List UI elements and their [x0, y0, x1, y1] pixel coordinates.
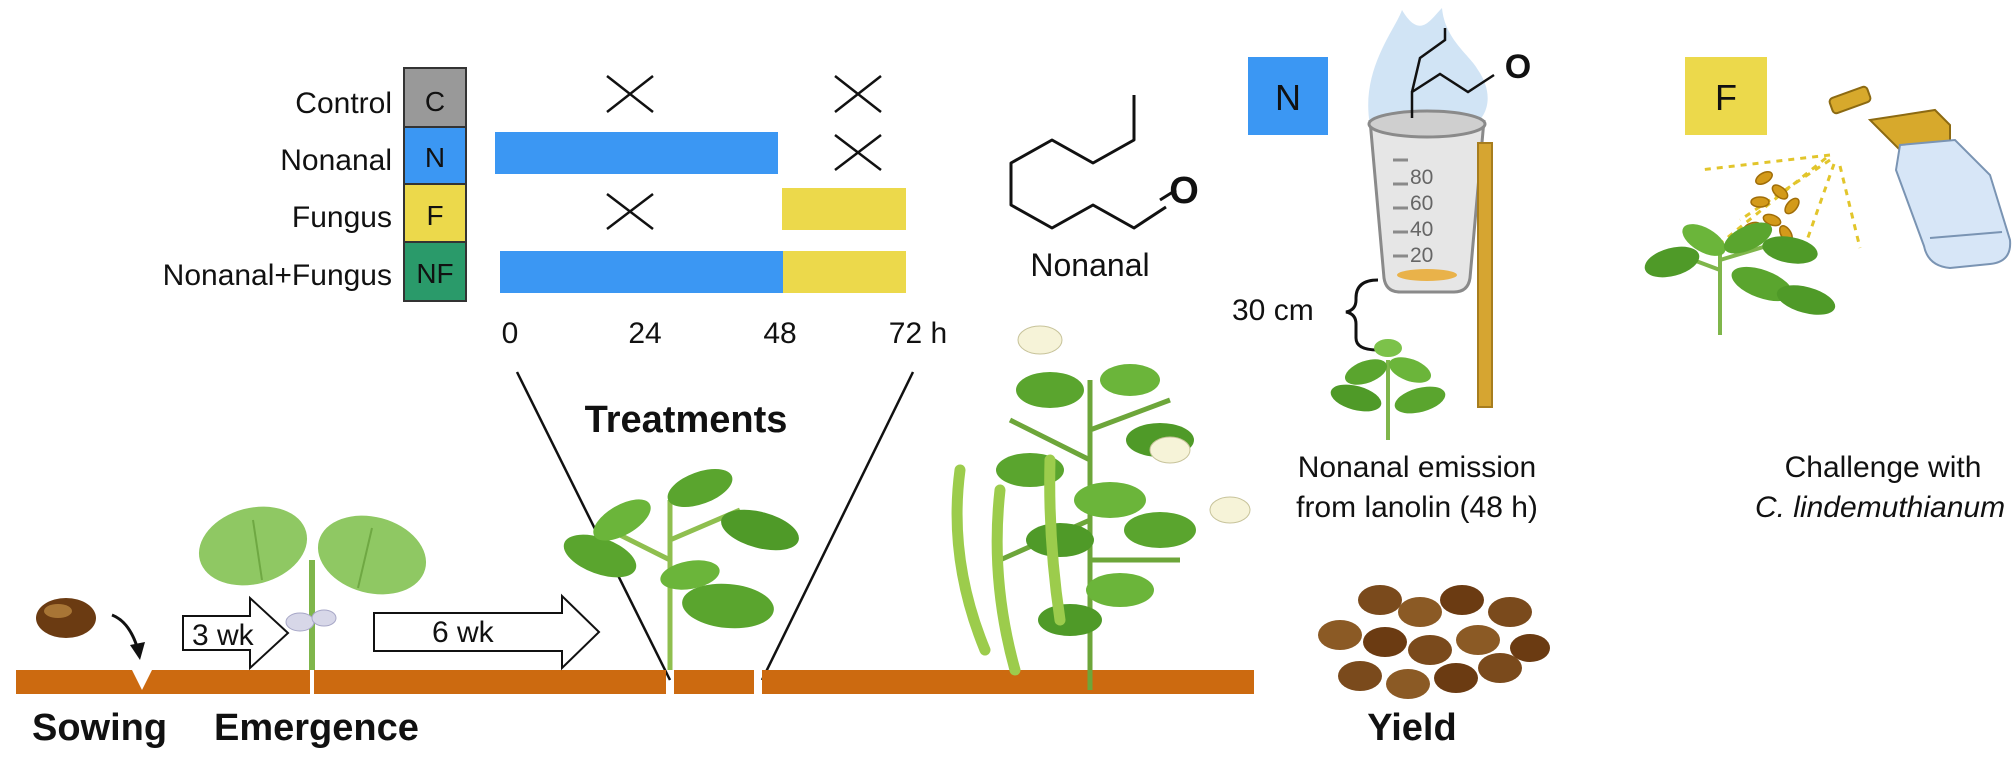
- panel-n-badge: [1248, 57, 1328, 135]
- fungus-bar: [783, 251, 906, 293]
- panel-f-badge: [1685, 57, 1767, 135]
- beaker-mark-40: 40: [1410, 218, 1433, 241]
- nonanal-structure: O Nonanal: [1009, 95, 1199, 283]
- panel-f-code: F: [1715, 77, 1737, 118]
- panel-fungal-challenge: F: [1644, 57, 2012, 524]
- treatment-legend: Control Nonanal Fungus Nonanal+Fungus C …: [163, 67, 467, 302]
- code-box-nonanal-fungus: [403, 241, 467, 302]
- soil-strip: [762, 670, 1254, 694]
- row-label-nonanal-fungus: Nonanal+Fungus: [163, 259, 392, 292]
- stage-sowing: Sowing: [32, 707, 167, 749]
- no-treatment-mark: [606, 75, 654, 113]
- soil-strip: [16, 670, 310, 694]
- row-label-control: Control: [295, 87, 392, 120]
- arrow-6wk: [373, 593, 601, 671]
- growth-timeline: 3 wk 6 wk: [16, 325, 1550, 749]
- panel-n-code: N: [1275, 77, 1301, 118]
- arrow-6wk-label: 6 wk: [432, 616, 495, 649]
- distance-label: 30 cm: [1232, 294, 1314, 327]
- plume-oxygen-label: O: [1505, 48, 1531, 86]
- beaker-mark-20: 20: [1410, 244, 1433, 267]
- treatments-title: Treatments: [585, 399, 788, 441]
- spray-bottle-icon: [1828, 85, 2012, 270]
- time-tick-48: 48: [763, 317, 796, 350]
- panel-f-caption-2: C. lindemuthianum: [1755, 491, 2005, 524]
- no-treatment-mark: [834, 134, 882, 171]
- code-f: F: [426, 200, 443, 231]
- arrow-3wk-label: 3 wk: [192, 619, 255, 652]
- time-tick-0: 0: [502, 317, 519, 350]
- seed-icon: [36, 598, 96, 638]
- stage-yield: Yield: [1367, 707, 1456, 749]
- soil-strip: [674, 670, 754, 694]
- beaker-icon: [1367, 109, 1487, 294]
- no-treatment-mark: [834, 75, 882, 113]
- harvested-beans-icon: [1318, 585, 1550, 699]
- support-rod: [1477, 142, 1493, 408]
- row-label-nonanal: Nonanal: [280, 144, 392, 177]
- no-treatment-mark: [606, 193, 654, 230]
- fungus-bar: [782, 188, 906, 230]
- code-c: C: [425, 86, 445, 117]
- row-label-fungus: Fungus: [292, 201, 392, 234]
- zoom-line-left: [515, 371, 672, 681]
- arrow-3wk: [182, 595, 290, 671]
- distance-brace: [1345, 278, 1379, 352]
- code-box-control: [403, 67, 467, 128]
- vapour-plume-icon: [1368, 8, 1488, 128]
- nonanal-bar: [495, 132, 778, 174]
- treatment-bars: 0 24 48 72 h Treatments: [495, 75, 947, 681]
- stage-emergence: Emergence: [214, 707, 419, 749]
- time-tick-24: 24: [628, 317, 661, 350]
- zoom-line-right: [760, 371, 915, 681]
- nonanal-bar: [500, 251, 783, 293]
- soil-strip: [314, 670, 666, 694]
- beaker-mark-60: 60: [1410, 192, 1433, 215]
- young-bean-plant-icon: [563, 468, 799, 670]
- bean-plant-icon: [1644, 222, 1836, 335]
- panel-nonanal-emission: N 80 60 40 20 O 30 cm Nona: [1232, 8, 1538, 524]
- bean-seedling-icon: [1330, 339, 1446, 440]
- panel-n-caption-2: from lanolin (48 h): [1296, 491, 1538, 524]
- panel-n-caption-1: Nonanal emission: [1298, 451, 1536, 484]
- panel-f-caption-1: Challenge with: [1785, 451, 1982, 484]
- molecule-label: Nonanal: [1030, 247, 1149, 283]
- emergence-seedling-icon: [198, 506, 427, 670]
- mature-bean-plant-icon: [951, 325, 1251, 690]
- time-tick-72: 72 h: [889, 317, 947, 350]
- oxygen-label: O: [1169, 170, 1199, 212]
- code-nf: NF: [416, 258, 453, 289]
- beaker-mark-80: 80: [1410, 166, 1433, 189]
- code-n: N: [425, 142, 445, 173]
